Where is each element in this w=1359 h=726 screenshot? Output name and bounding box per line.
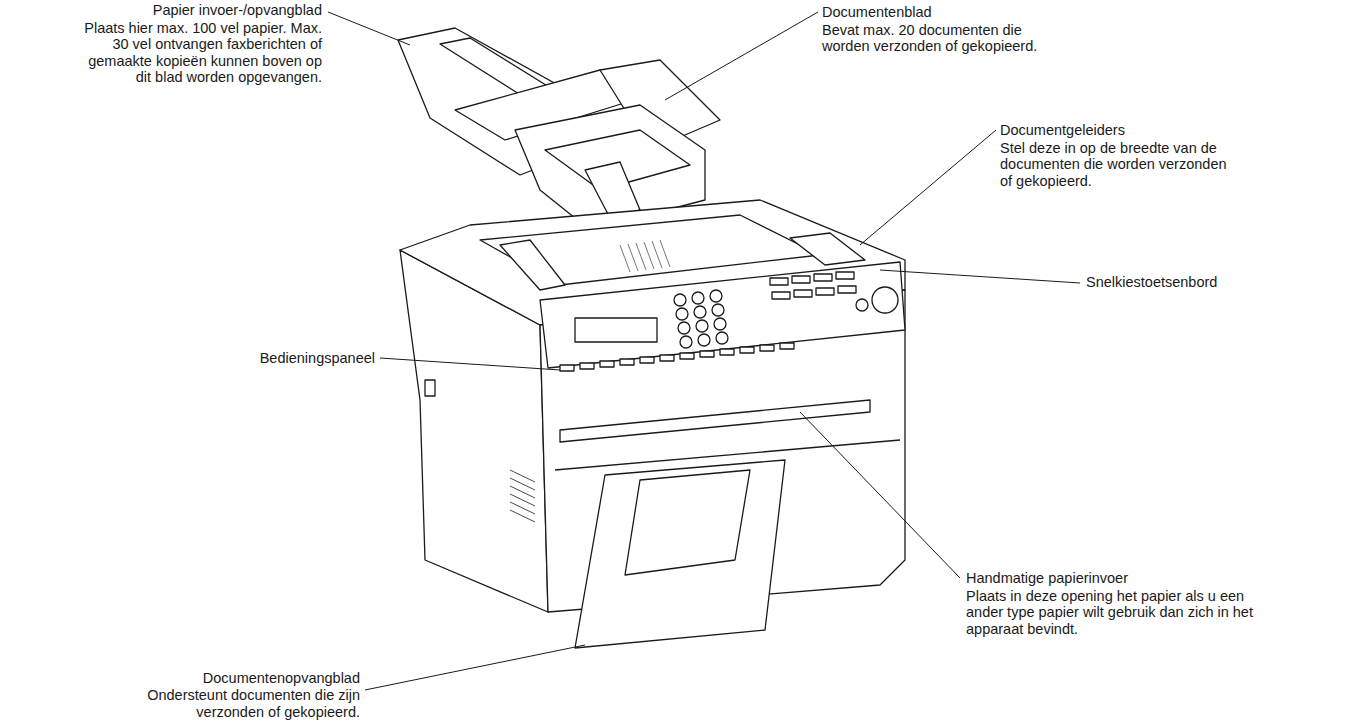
part-name: Papier invoer-/opvangblad [82, 2, 322, 19]
function-keys [560, 343, 794, 371]
part-name: Handmatige papierinvoer [966, 570, 1226, 587]
speed-dial-keys [770, 272, 856, 299]
document-output-tray [575, 460, 785, 648]
part-note: Plaats hier max. 100 vel papier. Max. 30… [82, 20, 322, 86]
control-panel [540, 262, 905, 368]
knob [872, 287, 898, 313]
document-tray-slot [585, 162, 640, 218]
part-note: Plaats in deze opening het papier als u … [966, 588, 1266, 638]
part-name: Bedieningspaneel [190, 350, 375, 367]
keypad [674, 290, 728, 348]
display [575, 318, 657, 342]
part-note: Bevat max. 20 documenten die worden verz… [822, 22, 1052, 55]
button [856, 299, 868, 311]
part-name: Documentgeleiders [1000, 122, 1260, 139]
part-note: Stel deze in op de breedte van de docume… [1000, 140, 1240, 190]
part-name: Documentenopvangblad [120, 670, 360, 687]
part-name: Snelkiestoetsenbord [1086, 274, 1286, 291]
power-switch [425, 380, 435, 396]
vents [510, 470, 535, 522]
part-note: Ondersteunt documenten die zijn verzonde… [100, 687, 360, 720]
output-tray-inner [625, 470, 750, 575]
part-name: Documentenblad [822, 4, 1072, 21]
document-guide [790, 233, 865, 265]
document-guide [500, 240, 565, 290]
